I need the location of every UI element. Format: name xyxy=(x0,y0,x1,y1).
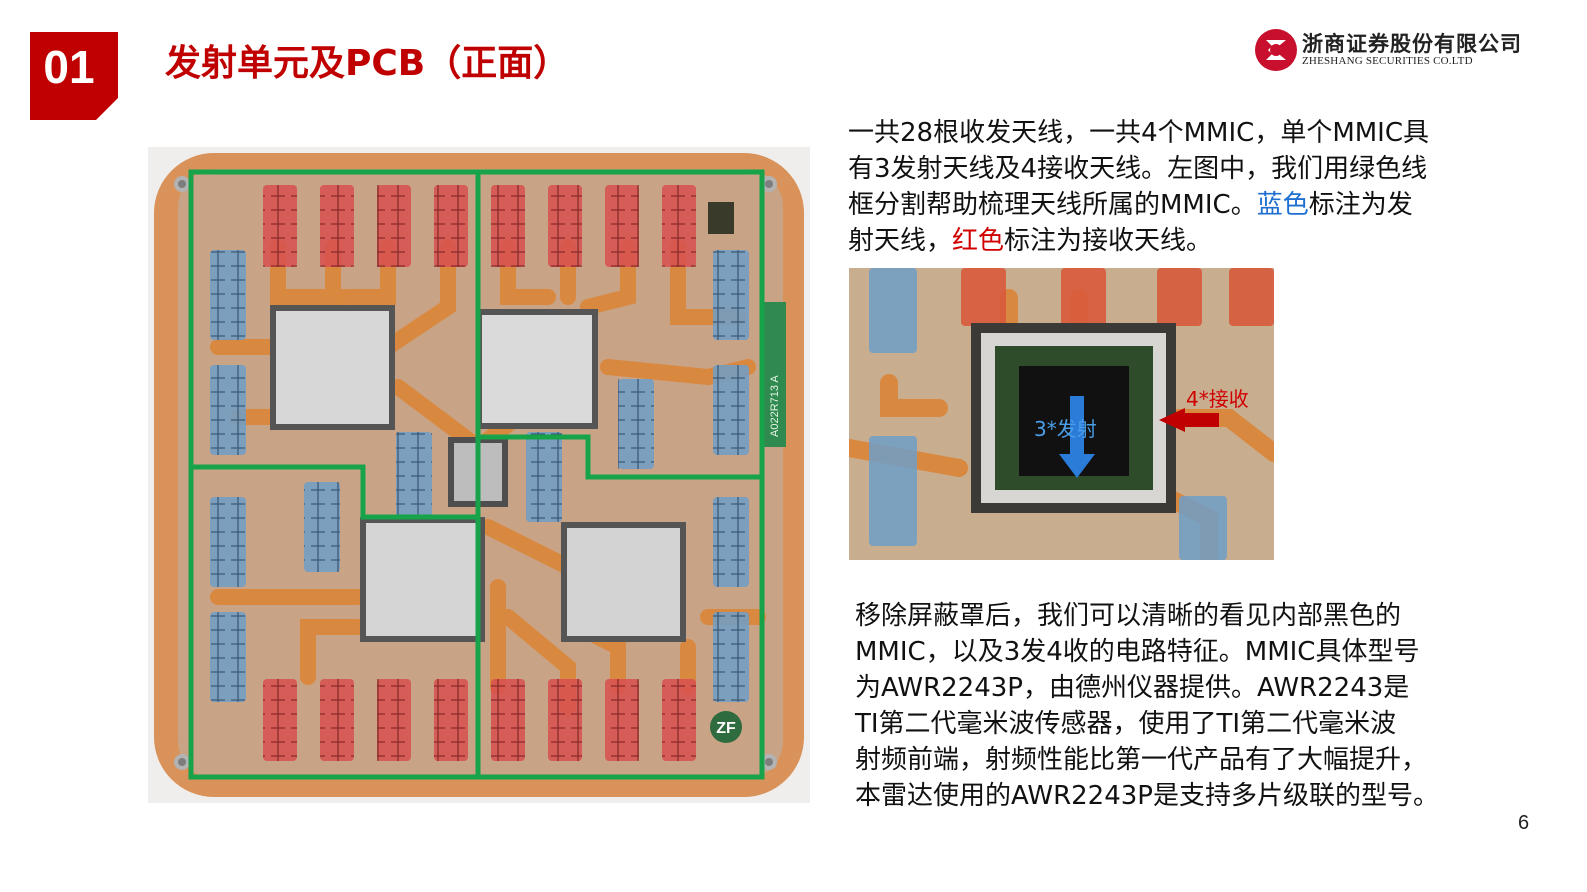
pcb-front-photo: A022R713 A ZF xyxy=(148,147,810,803)
detail-line-5: 射频前端，射频性能比第一代产品有了大幅提升， xyxy=(855,745,1428,775)
detail-paragraph: 移除屏蔽罩后，我们可以清晰的看见内部黑色的 MMIC，以及3发4收的电路特征。M… xyxy=(855,598,1535,814)
intro-line-3-tail: 标注为发 xyxy=(1308,190,1413,220)
intro-line-4-tail: 标注为接收天线。 xyxy=(1004,226,1213,256)
section-badge xyxy=(30,32,118,120)
intro-line-3-text: 框分割帮助梳理天线所属的MMIC。 xyxy=(848,190,1257,220)
mmic-closeup-photo: 3*发射 4*接收 xyxy=(849,268,1274,560)
zf-logo: ZF xyxy=(716,720,736,737)
board-marking: A022R713 A xyxy=(769,375,781,437)
detail-line-6: 本雷达使用的AWR2243P是支持多片级联的型号。 xyxy=(855,781,1439,811)
intro-line-1: 一共28根收发天线，一共4个MMIC，单个MMIC具 xyxy=(848,118,1430,148)
detail-line-1: 移除屏蔽罩后，我们可以清晰的看见内部黑色的 xyxy=(855,601,1402,631)
intro-line-4-text: 射天线， xyxy=(848,226,953,256)
company-name-en: ZHESHANG SECURITIES CO.LTD xyxy=(1302,55,1473,67)
intro-line-2: 有3发射天线及4接收天线。左图中，我们用绿色线 xyxy=(848,154,1428,184)
intro-line-4: 射天线，红色标注为接收天线。 xyxy=(848,223,1528,259)
page-title: 发射单元及PCB（正面） xyxy=(165,43,570,84)
company-logo xyxy=(1255,29,1297,71)
rx-label: 4*接收 xyxy=(1186,387,1249,411)
intro-line-3: 框分割帮助梳理天线所属的MMIC。蓝色标注为发 xyxy=(848,187,1528,223)
intro-paragraph: 一共28根收发天线，一共4个MMIC，单个MMIC具 有3发射天线及4接收天线。… xyxy=(848,115,1528,259)
detail-line-4: TI第二代毫米波传感器，使用了TI第二代毫米波 xyxy=(855,709,1397,739)
detail-line-2: MMIC，以及3发4收的电路特征。MMIC具体型号 xyxy=(855,637,1420,667)
company-name-cn: 浙商证券股份有限公司 xyxy=(1302,31,1522,56)
red-keyword: 红色 xyxy=(952,226,1005,256)
detail-line-3: 为AWR2243P，由德州仪器提供。AWR2243是 xyxy=(855,673,1410,703)
section-number: 01 xyxy=(43,41,95,93)
blue-keyword: 蓝色 xyxy=(1256,190,1309,220)
tx-label: 3*发射 xyxy=(1034,417,1097,441)
page-number: 6 xyxy=(1518,812,1530,834)
